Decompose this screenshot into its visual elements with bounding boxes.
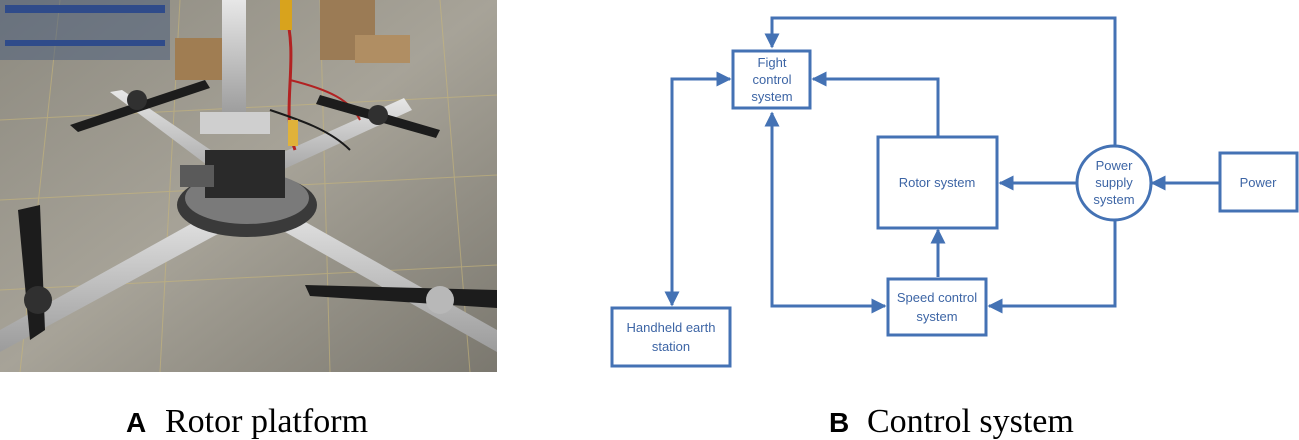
node-rotor-label: Rotor system bbox=[899, 175, 976, 190]
node-fight-control-system: Fight control system bbox=[731, 49, 812, 110]
connector-handheld-fight bbox=[664, 71, 732, 307]
caption-b-text: Control system bbox=[867, 403, 1074, 440]
caption-a-text: Rotor platform bbox=[165, 403, 368, 440]
caption-a-letter: A bbox=[126, 407, 146, 438]
node-handheld-earth-station: Handheld earth station bbox=[610, 306, 732, 368]
node-speed-label-1: Speed control bbox=[897, 290, 977, 305]
caption-b: B Control system bbox=[829, 403, 1074, 440]
node-handheld-label-2: station bbox=[652, 339, 690, 354]
node-power-label: Power bbox=[1240, 175, 1278, 190]
node-power-supply-system: Power supply system bbox=[1075, 144, 1153, 222]
node-fight-label-3: system bbox=[751, 89, 792, 104]
connector-fight-speed bbox=[764, 111, 887, 314]
node-handheld-label-1: Handheld earth bbox=[627, 320, 716, 335]
node-fight-label-2: control bbox=[752, 72, 791, 87]
connector-supply-to-fight bbox=[764, 16, 1117, 145]
caption-b-letter: B bbox=[829, 407, 849, 438]
node-power-supply-label-1: Power bbox=[1096, 158, 1134, 173]
node-speed-control-system: Speed control system bbox=[886, 277, 988, 337]
control-system-diagram: Fight control system Rotor system Power … bbox=[610, 16, 1299, 368]
node-rotor-system: Rotor system bbox=[876, 135, 999, 230]
node-power: Power bbox=[1218, 151, 1299, 213]
node-power-supply-label-2: supply bbox=[1095, 175, 1133, 190]
connector-supply-to-speed bbox=[987, 220, 1117, 314]
node-fight-label-1: Fight bbox=[758, 55, 787, 70]
node-power-supply-label-3: system bbox=[1093, 192, 1134, 207]
rotor-platform-photo bbox=[0, 0, 498, 373]
connector-rotor-to-fight bbox=[811, 71, 940, 137]
caption-a: A Rotor platform bbox=[126, 403, 368, 440]
node-speed-label-2: system bbox=[916, 309, 957, 324]
